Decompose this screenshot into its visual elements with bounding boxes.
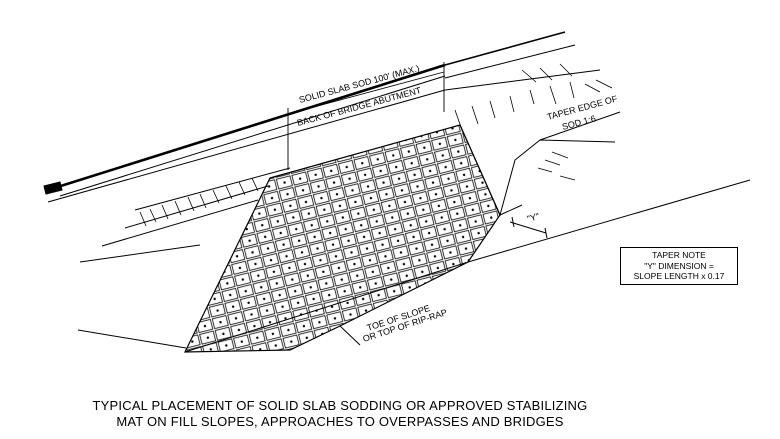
y-dimension-label: "Y" xyxy=(526,211,541,224)
roadway-lines xyxy=(43,31,601,203)
left-slope-hatching xyxy=(139,177,259,227)
slab-dimension-marker xyxy=(287,62,445,170)
taper-edge-lines xyxy=(459,111,751,263)
left-embankment xyxy=(77,167,291,349)
taper-note-title: TAPER NOTE xyxy=(652,250,706,260)
toe-of-slope-line xyxy=(184,261,469,353)
caption-line-1: TYPICAL PLACEMENT OF SOLID SLAB SODDING … xyxy=(92,398,588,413)
sod-slab-area xyxy=(184,124,501,353)
taper-note-box: TAPER NOTE "Y" DIMENSION = SLOPE LENGTH … xyxy=(620,247,738,285)
taper-note-formula: "Y" DIMENSION = xyxy=(644,260,714,271)
taper-note-value: SLOPE LENGTH x 0.17 xyxy=(633,271,725,281)
caption-line-2: MAT ON FILL SLOPES, APPROACHES TO OVERPA… xyxy=(116,414,564,429)
